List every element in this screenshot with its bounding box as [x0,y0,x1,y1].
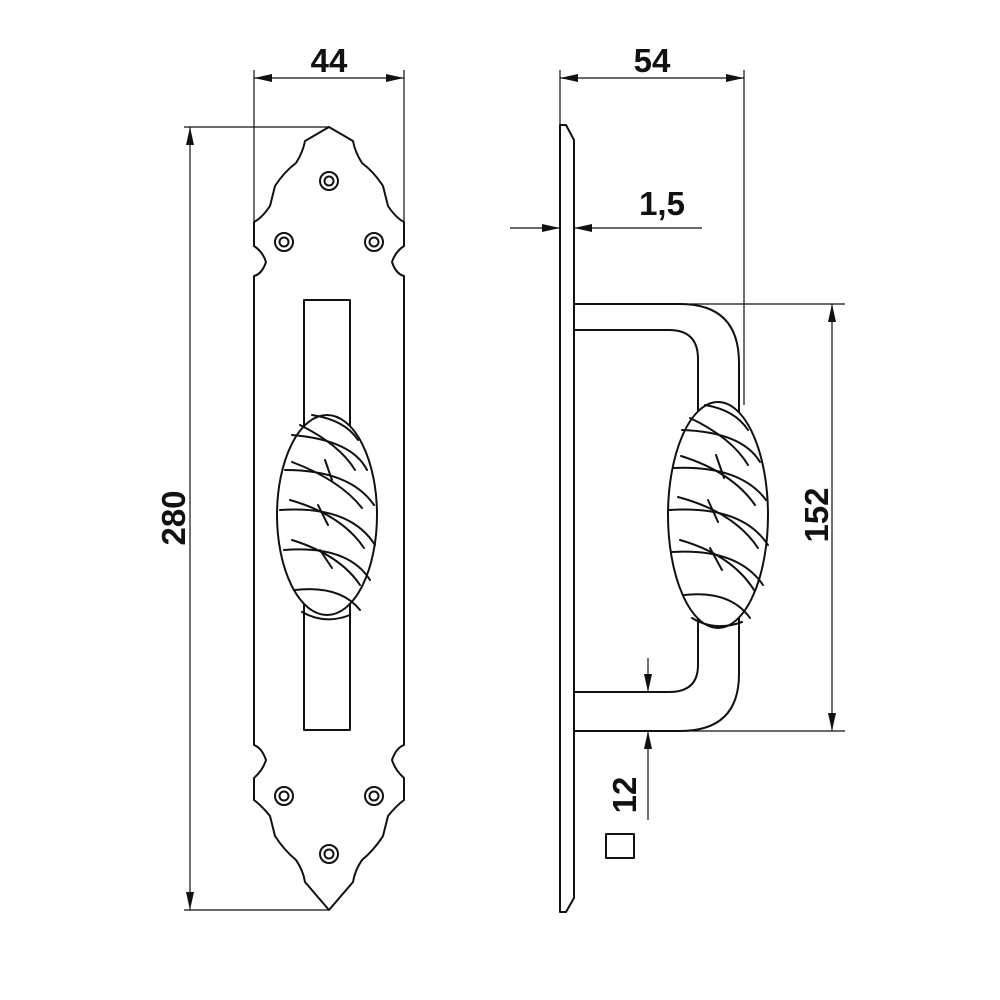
dimension-44: 44 [253,42,405,225]
dimension-12: 12 [605,658,652,859]
backplate-side-profile [559,124,575,913]
screw-hole-icon [319,171,339,191]
twisted-basket-front [276,414,378,621]
dimension-1-5: 1,5 [510,185,702,232]
twisted-basket-side [667,401,769,629]
dimension-label-280: 280 [155,490,192,545]
screw-hole-icon [274,786,294,806]
screw-hole-icon [274,232,294,252]
side-view [559,124,769,913]
screw-hole-icon [364,232,384,252]
dimension-label-1-5: 1,5 [639,185,685,222]
dimension-280: 280 [155,126,329,911]
dimension-label-44: 44 [311,42,348,79]
dimension-54: 54 [559,42,745,405]
screw-holes [274,171,384,864]
dimension-label-152: 152 [798,487,835,542]
screw-hole-icon [364,786,384,806]
square-section-icon [605,833,635,859]
dimension-label-12: 12 [606,777,643,814]
dimension-label-54: 54 [634,42,671,79]
front-view [253,126,405,911]
screw-hole-icon [319,844,339,864]
dimension-152: 152 [680,303,845,732]
